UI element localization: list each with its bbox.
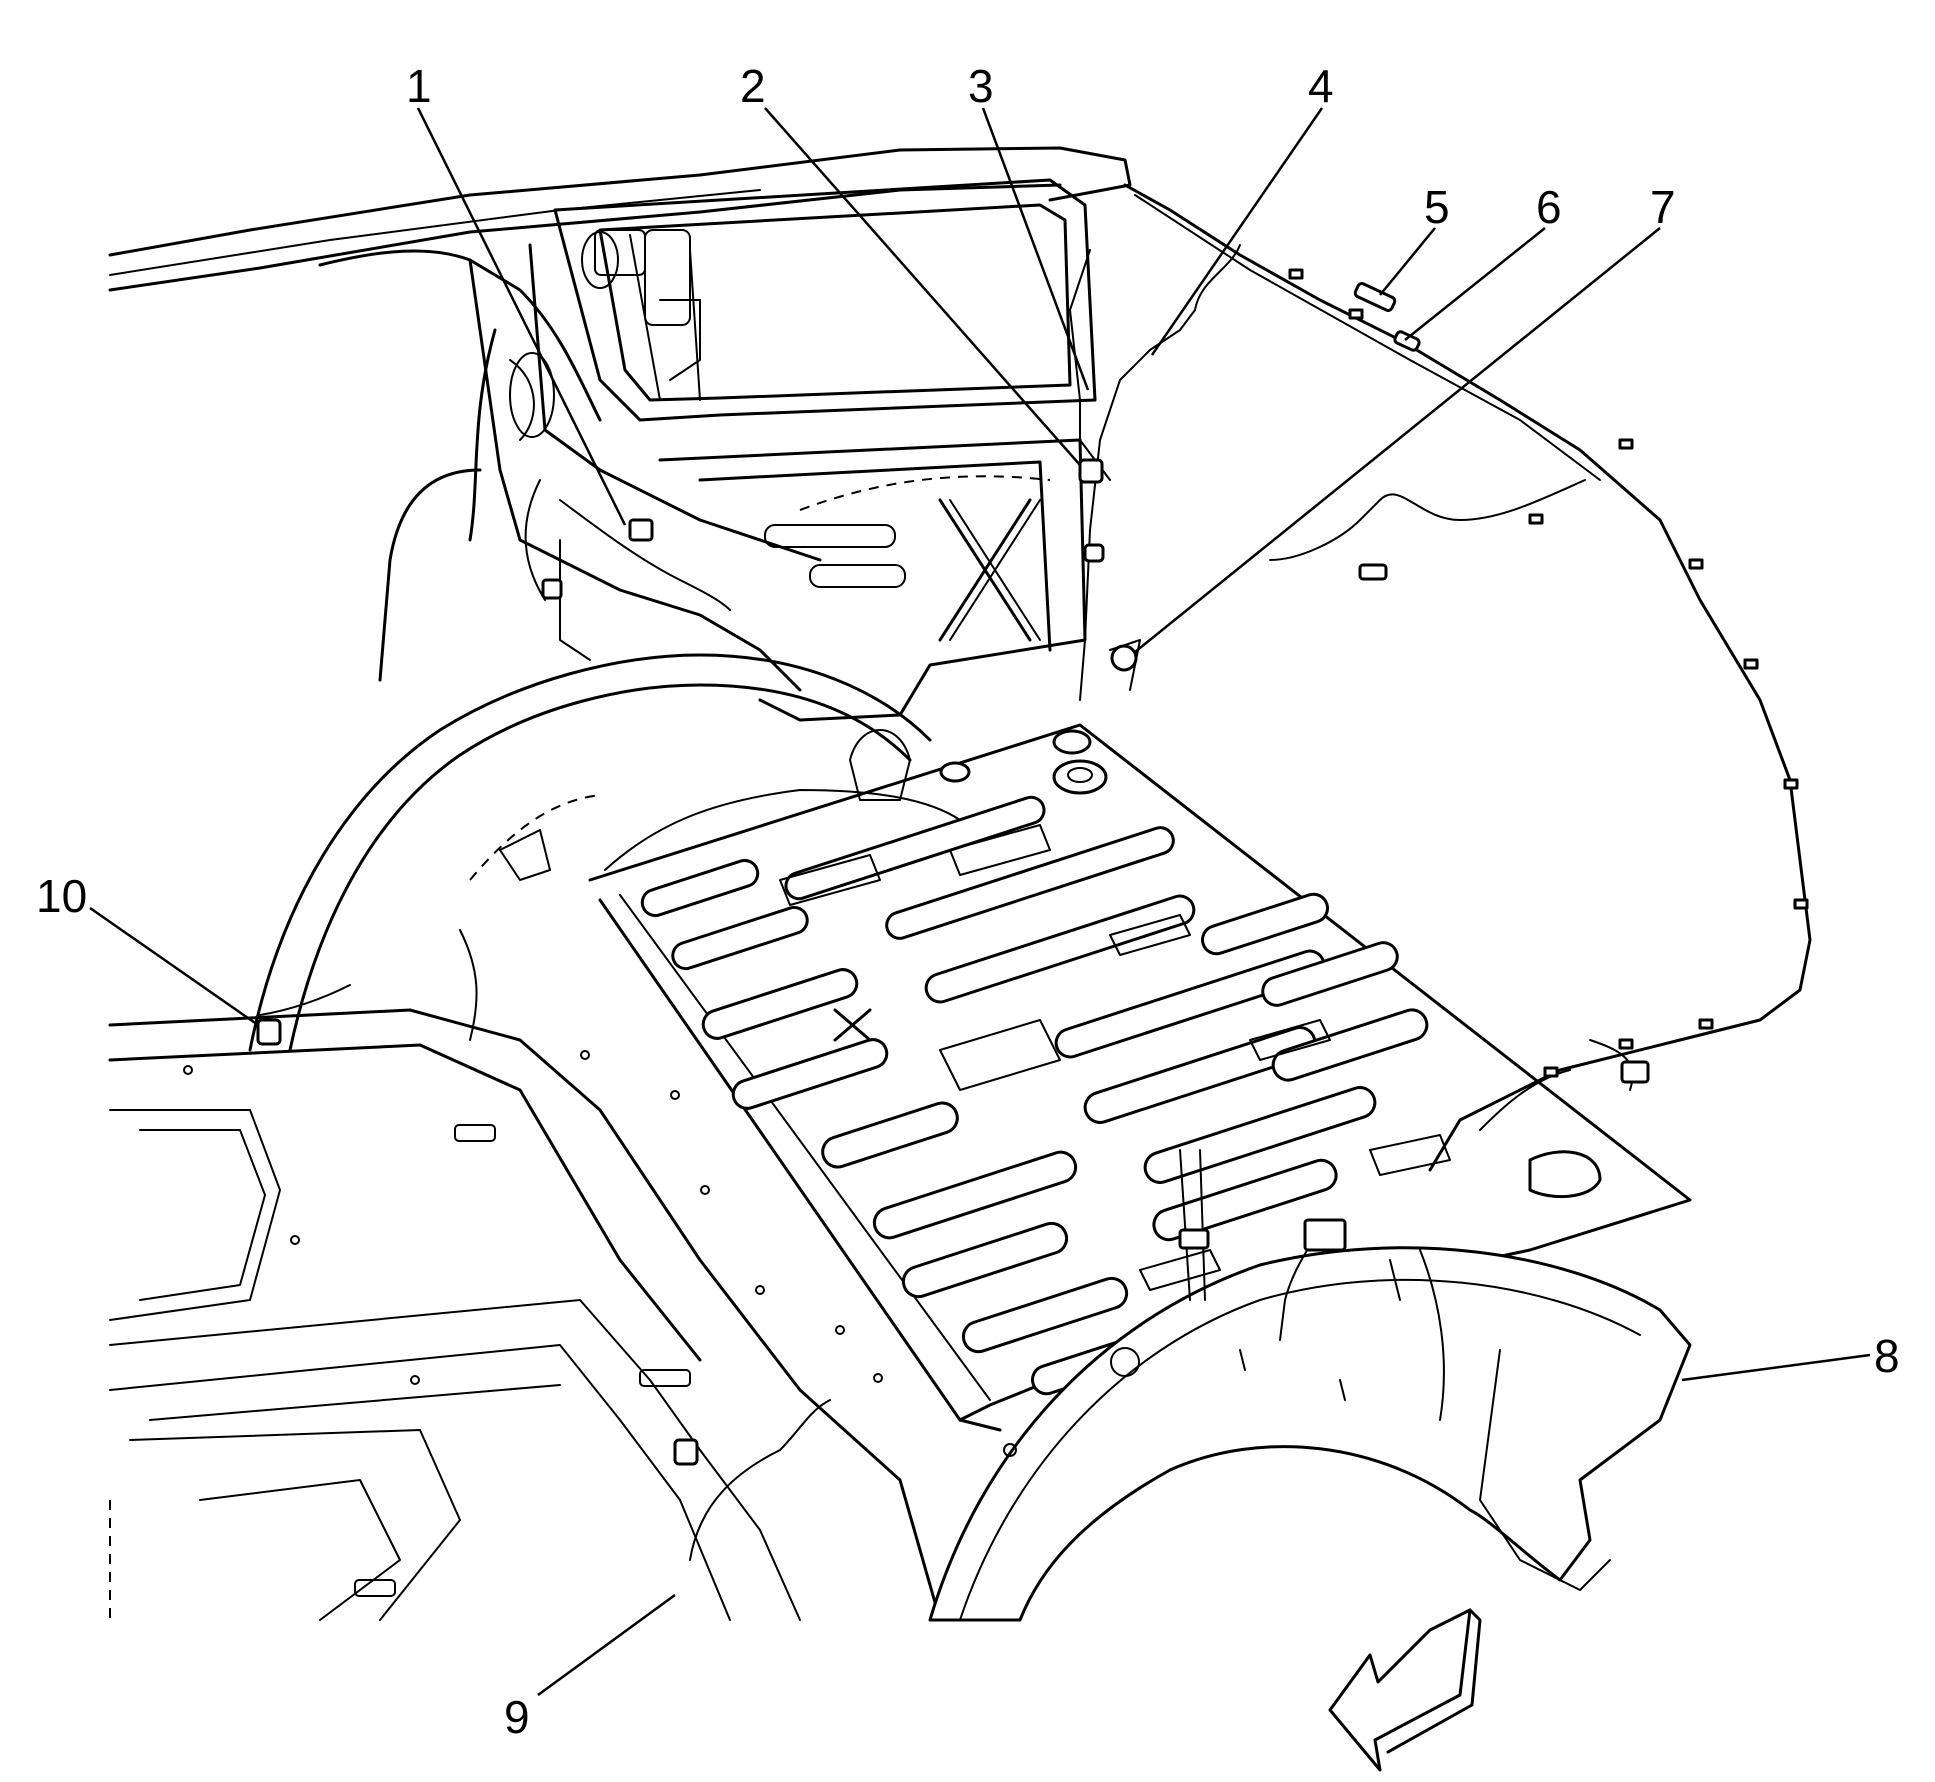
quarter-inner-panel bbox=[658, 438, 1087, 722]
callout-3: 3 bbox=[968, 60, 994, 112]
callout-2: 2 bbox=[740, 60, 766, 112]
wiring-harness bbox=[259, 183, 1812, 1561]
wheel-house-left bbox=[248, 653, 961, 1052]
callout-10: 10 bbox=[36, 870, 87, 922]
rear-floor-pan bbox=[588, 723, 1692, 1432]
front-direction-arrow-icon bbox=[1328, 1608, 1482, 1772]
leader-9 bbox=[537, 1593, 676, 1697]
leader-4 bbox=[1150, 107, 1324, 356]
callout-4: 4 bbox=[1308, 60, 1334, 112]
leader-2 bbox=[764, 107, 1081, 466]
wheelhouse-liner bbox=[928, 1246, 1692, 1622]
leader-6 bbox=[1404, 227, 1546, 341]
connectors bbox=[256, 282, 1650, 1466]
leader-10 bbox=[89, 906, 259, 1027]
callout-5: 5 bbox=[1424, 181, 1450, 233]
callout-1: 1 bbox=[406, 60, 432, 112]
callout-7: 7 bbox=[1650, 181, 1676, 233]
callout-6: 6 bbox=[1536, 181, 1562, 233]
rear-window-opening bbox=[553, 178, 1097, 422]
forward-floor-pan bbox=[108, 1008, 942, 1622]
callout-9: 9 bbox=[504, 1691, 530, 1743]
leader-7 bbox=[1134, 227, 1661, 653]
callout-8: 8 bbox=[1874, 1330, 1900, 1382]
leader-8 bbox=[1681, 1353, 1871, 1382]
leader-lines bbox=[89, 107, 1871, 1697]
callouts: 1 2 3 4 5 6 7 8 9 10 bbox=[36, 60, 1900, 1743]
leader-1 bbox=[416, 107, 627, 526]
leader-3 bbox=[981, 107, 1090, 391]
leader-5 bbox=[1379, 227, 1436, 296]
